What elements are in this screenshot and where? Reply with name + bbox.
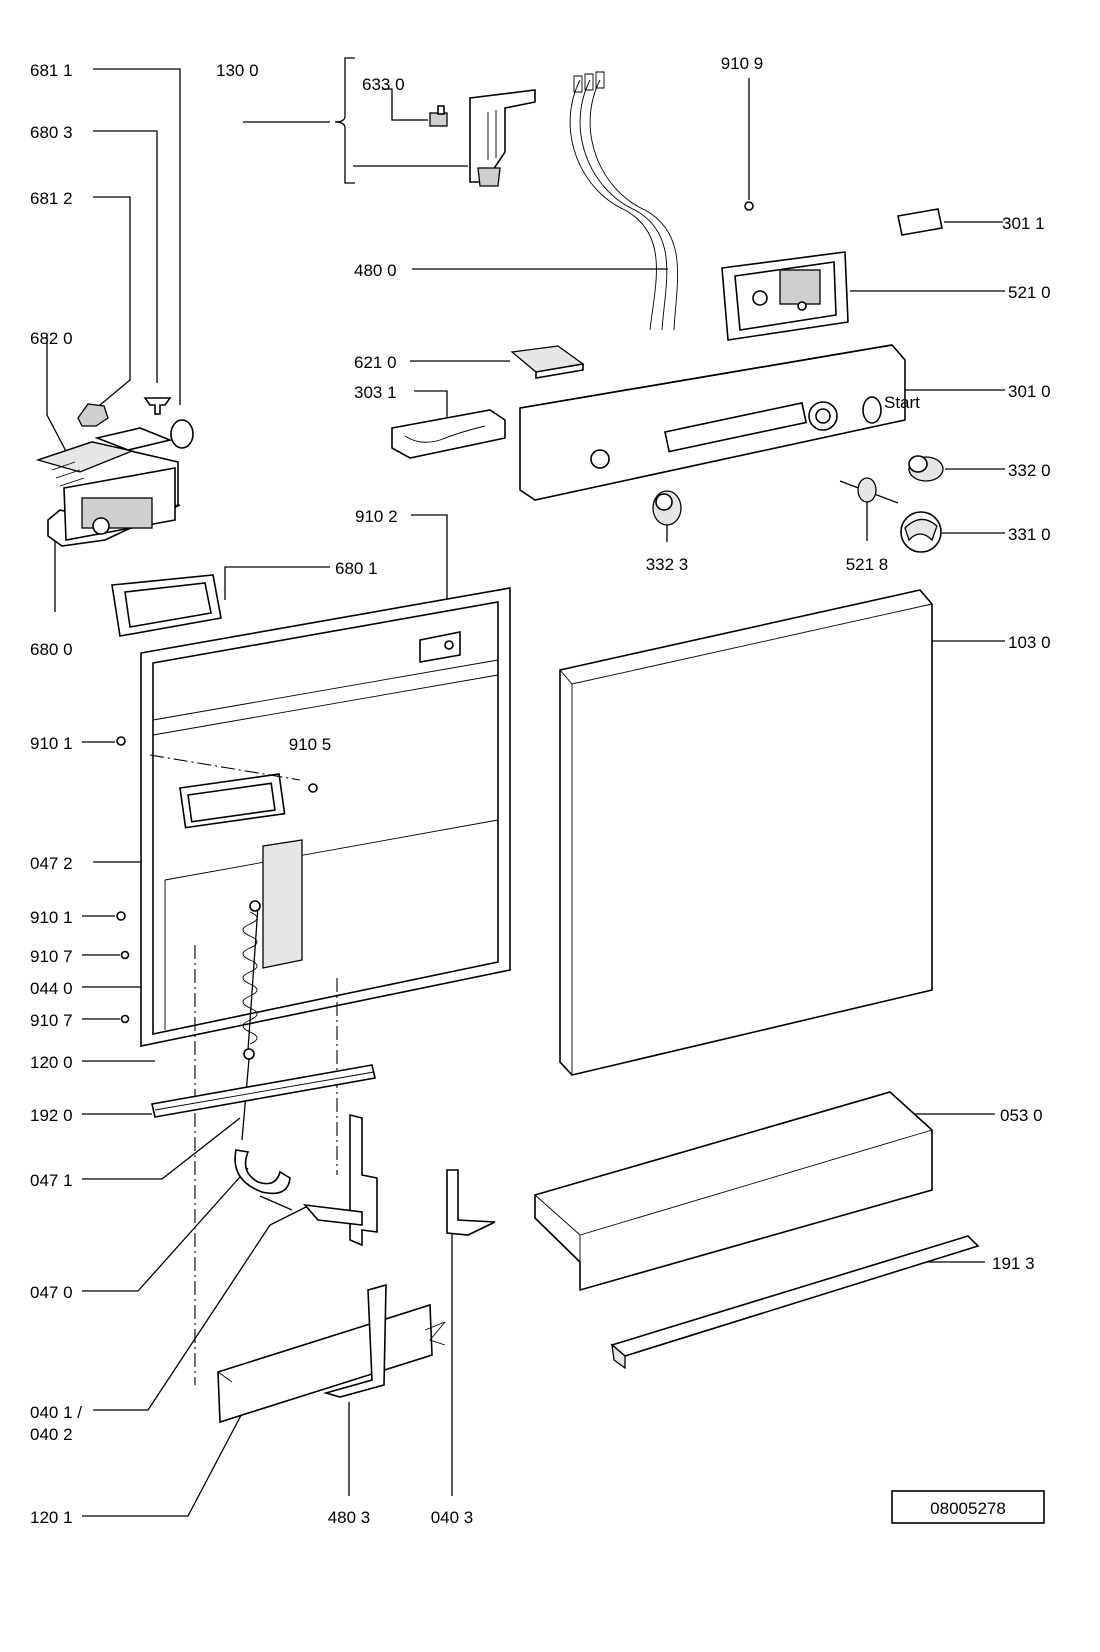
part-331-0-knob (900, 511, 942, 553)
part-680-1-gasket (111, 574, 222, 637)
callout-label-0472: 047 2 (30, 854, 73, 873)
callout-label-5218: 521 8 (846, 555, 889, 574)
part-910-2-screw (444, 640, 454, 650)
callout-label-9102: 910 2 (355, 507, 398, 526)
callout-label-0401a: 040 1 / (30, 1403, 82, 1422)
part-040-1-bracket (303, 1113, 378, 1247)
callout-label-3310: 331 0 (1008, 525, 1051, 544)
part-130-0-latch (469, 89, 536, 187)
callout-label-0471: 047 1 (30, 1171, 73, 1190)
callout-label-1920: 192 0 (30, 1106, 73, 1125)
part-681-2-lever (77, 403, 109, 427)
part-191-3-strip (610, 1235, 980, 1370)
part-053-0-kickplate (534, 1091, 933, 1292)
part-682-0-dispenser (35, 427, 181, 547)
callout-label-0530: 053 0 (1000, 1106, 1043, 1125)
callout-label-1200: 120 0 (30, 1053, 73, 1072)
part-910-7-screw-a (120, 950, 130, 960)
callout-label-3011: 301 1 (1002, 214, 1045, 233)
part-521-0-control-module (721, 251, 849, 341)
callout-label-6803: 680 3 (30, 123, 73, 142)
callout-label-3031: 303 1 (354, 383, 397, 402)
drawing-number: 08005278 (930, 1499, 1006, 1518)
callout-label-6800: 680 0 (30, 640, 73, 659)
part-047-0-hinge-clip (234, 1149, 293, 1211)
part-332-3-knob (652, 490, 682, 526)
part-910-1-screw-a (116, 736, 126, 746)
callout-label-4803: 480 3 (328, 1508, 371, 1527)
part-303-1-handle (391, 409, 506, 459)
callout-label-3320: 332 0 (1008, 461, 1051, 480)
callout-label-1300: 130 0 (216, 61, 259, 80)
callout-label-6820: 682 0 (30, 329, 73, 348)
part-910-5-screw (308, 783, 318, 793)
callout-label-6210: 621 0 (354, 353, 397, 372)
callout-label-1913: 191 3 (992, 1254, 1035, 1273)
callout-label-6811: 681 1 (30, 61, 73, 80)
callout-label-6330: 633 0 (362, 75, 405, 94)
callout-label-4800: 480 0 (354, 261, 397, 280)
callout-label-9109: 910 9 (721, 54, 764, 73)
part-120-1-bottom-rail (217, 1303, 446, 1424)
callout-label-9101a: 910 1 (30, 734, 73, 753)
part-910-1-screw-b (116, 911, 126, 921)
panel-start-text: Start (884, 393, 920, 412)
callout-labels: 681 1 130 0 633 0 910 9 680 3 681 2 301 1 480 0… (30, 54, 1051, 1527)
callout-label-1030: 103 0 (1008, 633, 1051, 652)
part-521-8-switch (839, 477, 899, 504)
drawing-number-box: 08005278 (891, 1490, 1045, 1524)
part-192-0-rail (151, 1064, 376, 1118)
callout-label-0470: 047 0 (30, 1283, 73, 1302)
part-680-3-clip (143, 397, 172, 415)
part-633-0-microswitch (429, 105, 448, 127)
callout-label-5210: 521 0 (1008, 283, 1051, 302)
part-301-0-control-panel: Start (519, 344, 920, 501)
part-040-3-bracket (446, 1169, 496, 1236)
callout-label-0401b: 040 2 (30, 1425, 73, 1444)
part-910-9-screw (744, 201, 754, 211)
callout-label-9101b: 910 1 (30, 908, 73, 927)
part-120-0-inner-door (140, 587, 511, 1047)
part-681-1-cap (170, 419, 194, 449)
callout-label-3323: 332 3 (646, 555, 689, 574)
part-480-0-harness (569, 71, 679, 331)
part-103-0-outer-door (559, 589, 933, 1076)
part-910-7-screw-b (120, 1014, 130, 1024)
screws (116, 640, 454, 1024)
callout-label-0403: 040 3 (431, 1508, 474, 1527)
callout-label-9105: 910 5 (289, 735, 332, 754)
part-621-0-connector (510, 345, 585, 379)
callout-label-3010: 301 0 (1008, 382, 1051, 401)
part-332-0-knob (908, 455, 944, 482)
callout-label-9107a: 910 7 (30, 947, 73, 966)
callout-label-6812: 681 2 (30, 189, 73, 208)
callout-label-9107b: 910 7 (30, 1011, 73, 1030)
part-301-1-button (897, 208, 943, 236)
part-480-3-bracket (323, 1283, 387, 1398)
part-044-0-spring (241, 900, 261, 1141)
callout-label-6801: 680 1 (335, 559, 378, 578)
callout-label-1201: 120 1 (30, 1508, 73, 1527)
callout-label-0440: 044 0 (30, 979, 73, 998)
